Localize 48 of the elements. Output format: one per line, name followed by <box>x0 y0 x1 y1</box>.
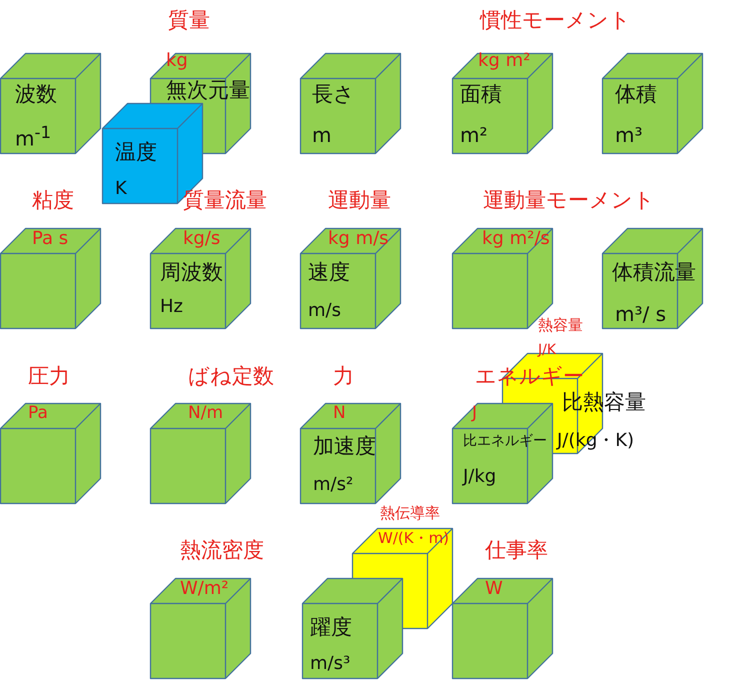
unit-label: m³/ s <box>615 304 666 324</box>
quantity-label: 面積 <box>460 84 502 105</box>
quantity-heading: 質量流量 <box>183 190 267 211</box>
quantity-heading: 熱容量 <box>538 318 583 333</box>
unit-label: W <box>485 580 503 598</box>
unit-label: m$^{-1}$ <box>15 125 52 149</box>
quantity-heading: 慣性モーメント <box>480 10 631 31</box>
unit-label: N <box>333 405 346 422</box>
unit-label: m <box>312 125 332 145</box>
quantity-label: 体積流量 <box>612 262 696 283</box>
quantity-label: 躍度 <box>310 617 352 638</box>
quantity-label: 波数 <box>15 84 57 105</box>
unit-label: m/s³ <box>310 655 350 673</box>
quantity-label: 温度 <box>115 142 157 163</box>
unit-label: kg <box>166 52 188 70</box>
unit-label: m/s <box>308 302 341 320</box>
quantity-heading: 運動量 <box>328 190 391 211</box>
quantity-heading: 熱流密度 <box>180 540 264 561</box>
quantity-label: 加速度 <box>313 436 376 457</box>
quantity-heading: 粘度 <box>32 190 74 211</box>
quantity-heading: 圧力 <box>28 366 70 387</box>
quantity-label: 速度 <box>308 262 350 283</box>
quantity-heading: 熱伝導率 <box>380 506 440 521</box>
quantity-heading: ばね定数 <box>188 366 274 387</box>
quantity-heading: 力 <box>333 366 354 387</box>
unit-label: m² <box>460 125 488 145</box>
unit-label: Pa s <box>32 230 68 248</box>
quantity-label: 長さ <box>312 84 355 105</box>
unit-label: kg m/s <box>328 230 389 248</box>
quantity-heading: 仕事率 <box>485 540 548 561</box>
unit-label: Pa <box>28 405 48 422</box>
quantity-heading: 質量 <box>168 10 210 31</box>
unit-label: W/m² <box>180 580 229 598</box>
quantity-label: 比エネルギー <box>463 434 547 448</box>
quantity-label: 無次元量 <box>166 80 250 101</box>
quantity-label: 体積 <box>615 84 657 105</box>
unit-label: N/m <box>188 405 224 422</box>
unit-label: m/s² <box>313 476 354 494</box>
unit-label: J <box>472 405 478 422</box>
unit-label: J/kg <box>463 468 496 486</box>
unit-label: K <box>115 180 127 198</box>
unit-label: kg m²/s <box>482 230 550 248</box>
quantity-heading: 運動量モーメント <box>483 190 655 211</box>
unit-label: kg m² <box>478 52 530 70</box>
unit-label: m³ <box>615 125 642 145</box>
quantity-label: 周波数 <box>160 262 223 283</box>
unit-label: kg/s <box>183 230 220 248</box>
unit-label: Hz <box>160 298 183 316</box>
